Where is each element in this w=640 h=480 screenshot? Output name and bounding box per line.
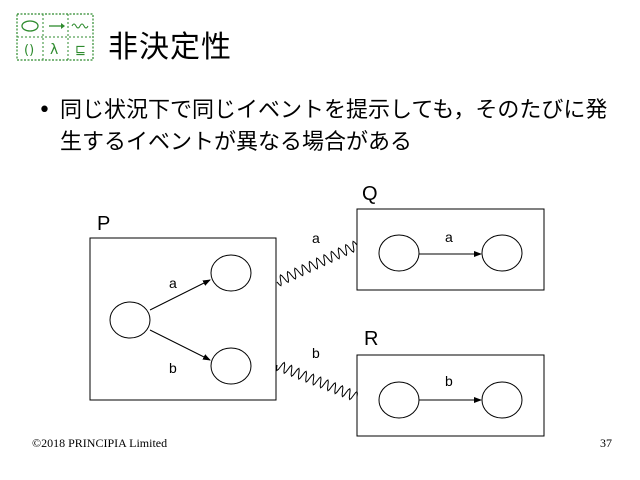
state-p-after-a <box>210 254 252 292</box>
state-r-final <box>481 381 523 419</box>
link-p-to-q <box>276 240 358 287</box>
transition-q-a-label: a <box>445 229 453 245</box>
bullet-point: • 同じ状況下で同じイベントを提示しても，そのたびに発生するイベントが異なる場合… <box>38 95 618 159</box>
transition-p-b-label: b <box>169 360 177 376</box>
state-p-initial <box>109 301 151 339</box>
transition-r-b-label: b <box>445 373 453 389</box>
bullet-marker: • <box>38 98 51 123</box>
process-p-label: P <box>97 213 110 235</box>
slide-title: 非決定性 <box>108 30 232 65</box>
svg-text:(): () <box>24 43 34 58</box>
state-q-initial <box>378 234 420 272</box>
copyright: ©2018 PRINCIPIA Limited <box>32 436 168 450</box>
svg-text:λ: λ <box>50 42 58 58</box>
transition-p-a <box>149 279 211 311</box>
state-p-after-b <box>210 347 252 385</box>
transition-p-a-label: a <box>169 275 177 291</box>
bullet-text: 同じ状況下で同じイベントを提示しても，そのたびに発生するイベントが異なる場合があ… <box>60 98 608 155</box>
state-r-initial <box>378 381 420 419</box>
principia-logo: () λ ⊑ <box>16 13 94 61</box>
link-p-to-r-label: b <box>312 345 320 361</box>
transition-p-b <box>149 329 211 361</box>
page-number: 37 <box>600 436 612 450</box>
process-r-label: R <box>364 328 378 350</box>
svg-text:⊑: ⊑ <box>75 43 86 58</box>
link-p-to-r <box>276 361 358 401</box>
process-q-label: Q <box>362 183 378 205</box>
link-p-to-q-label: a <box>312 230 320 246</box>
state-q-final <box>481 234 523 272</box>
